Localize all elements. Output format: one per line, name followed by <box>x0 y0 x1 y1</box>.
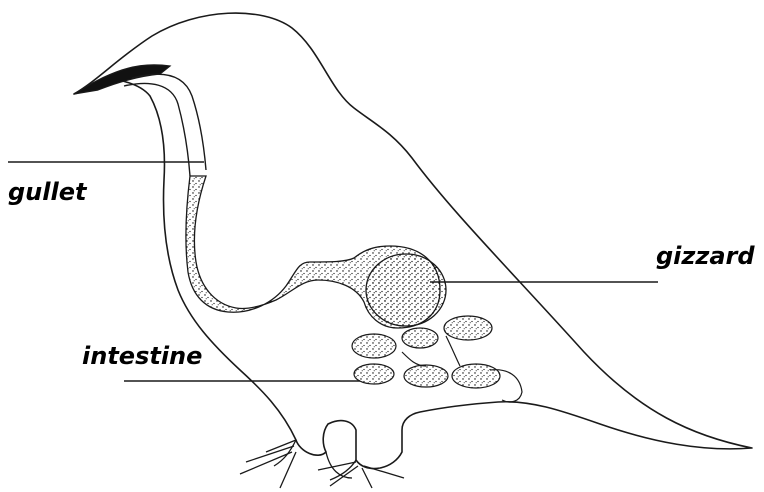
gizzard-label: gizzard <box>656 244 755 268</box>
intestine-label: intestine <box>82 344 202 368</box>
gizzard-organ <box>366 254 446 326</box>
legs <box>240 440 404 488</box>
bird-body-outline <box>74 13 752 468</box>
throat-tube <box>132 74 206 170</box>
gullet-label: gullet <box>8 180 86 204</box>
beak <box>74 65 170 94</box>
intestine-loops <box>352 316 522 402</box>
